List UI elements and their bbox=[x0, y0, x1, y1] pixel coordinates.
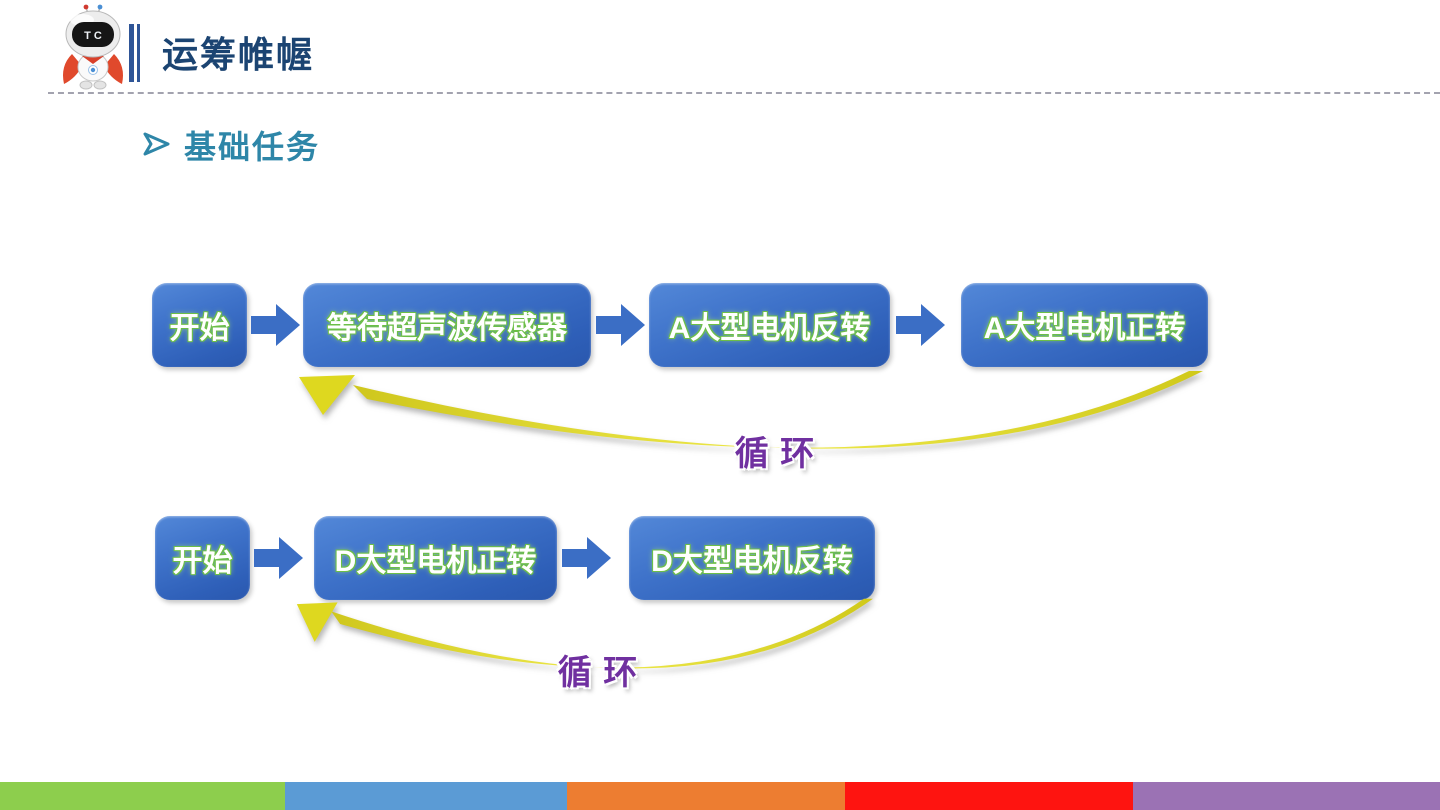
title-divider-bar-thin bbox=[137, 24, 140, 82]
robot-mascot-logo: T C bbox=[63, 4, 123, 90]
footer-stripe-red bbox=[845, 782, 1133, 810]
flow-arrow-icon bbox=[562, 537, 611, 579]
section-title: 基础任务 bbox=[184, 129, 321, 165]
loop-back-arrow-1 bbox=[299, 371, 1203, 449]
flow-box-label: A大型电机正转 bbox=[983, 312, 1186, 345]
footer-stripe-orange bbox=[567, 782, 845, 810]
flow-arrow-icon bbox=[251, 304, 300, 346]
flow-box-label: D大型电机正转 bbox=[334, 545, 537, 578]
flow-box-motor-a-forward: A大型电机正转 bbox=[961, 283, 1208, 367]
dashed-divider bbox=[48, 92, 1440, 94]
page-title: 运筹帷幄 bbox=[162, 34, 315, 75]
flow-box-start-1: 开始 bbox=[152, 283, 247, 367]
cape-right bbox=[104, 54, 123, 84]
flow-box-wait-ultrasonic: 等待超声波传感器 bbox=[303, 283, 591, 367]
loop-back-arrow-2 bbox=[296, 598, 873, 669]
antenna-ball-blue bbox=[97, 4, 103, 10]
flow-box-start-2: 开始 bbox=[155, 516, 250, 600]
robot-face-screen bbox=[72, 22, 114, 47]
title-divider-bar bbox=[129, 24, 134, 82]
flow-box-motor-d-forward: D大型电机正转 bbox=[314, 516, 557, 600]
cape-left bbox=[63, 54, 82, 84]
flow-arrow-icon bbox=[896, 304, 945, 346]
flow-box-label: A大型电机反转 bbox=[668, 312, 871, 345]
footer-stripe-purple bbox=[1133, 782, 1440, 810]
flow-arrow-icon bbox=[254, 537, 303, 579]
footer-stripe-green bbox=[0, 782, 285, 810]
robot-face-text: T C bbox=[84, 30, 102, 42]
loop-label-2: 循 环 bbox=[557, 654, 639, 692]
flow-box-label: 开始 bbox=[172, 545, 233, 578]
flow-box-label: D大型电机反转 bbox=[651, 545, 853, 578]
footer-stripe-blue bbox=[285, 782, 567, 810]
flow-box-motor-a-reverse: A大型电机反转 bbox=[649, 283, 890, 367]
flow-box-label: 开始 bbox=[169, 312, 230, 345]
bullet-arrow-icon bbox=[143, 132, 170, 156]
flow-box-label: 等待超声波传感器 bbox=[327, 312, 567, 345]
antenna-ball-red bbox=[83, 4, 89, 10]
flow-box-motor-d-reverse: D大型电机反转 bbox=[629, 516, 875, 600]
flow-arrow-icon bbox=[596, 304, 645, 346]
loop-label-1: 循 环 bbox=[734, 435, 816, 473]
